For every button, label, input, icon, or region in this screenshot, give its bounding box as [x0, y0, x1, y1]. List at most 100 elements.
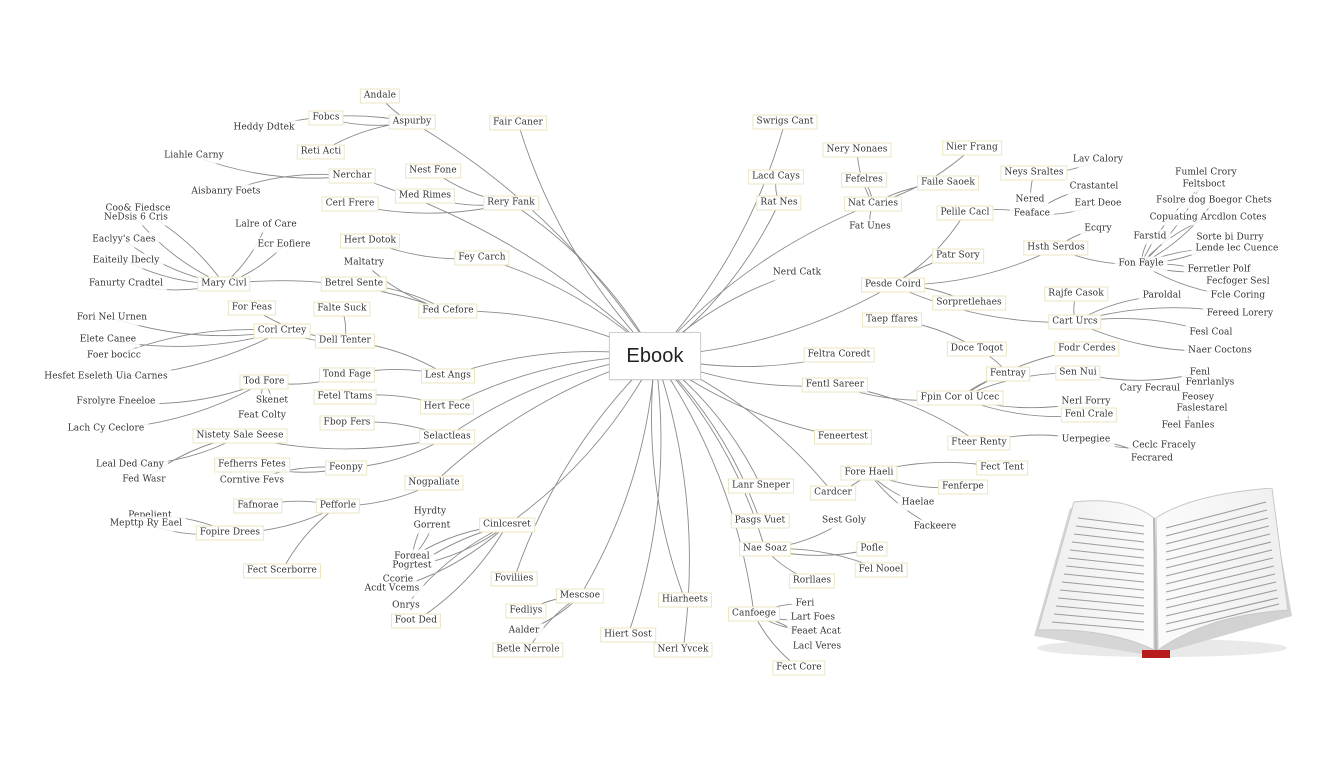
topic-node[interactable]: Taep ffares	[862, 312, 922, 328]
topic-node[interactable]: Lach Cy Ceclore	[63, 421, 149, 437]
topic-node[interactable]: Nistety Sale Seese	[192, 428, 288, 444]
topic-node[interactable]: Fopire Drees	[195, 525, 265, 541]
topic-node[interactable]: Rorllaes	[788, 573, 836, 589]
topic-node[interactable]: Feonpy	[325, 460, 367, 476]
topic-node[interactable]: Nerl Yvcek	[653, 642, 713, 658]
topic-node[interactable]: Tond Fage	[318, 367, 376, 383]
topic-node[interactable]: Lav Calory	[1068, 152, 1128, 168]
topic-node[interactable]: Nered	[1011, 192, 1049, 208]
topic-node[interactable]: Lest Angs	[421, 368, 475, 384]
topic-node[interactable]: Reti Acti	[296, 144, 346, 160]
topic-node[interactable]: Pefforle	[315, 498, 361, 514]
topic-node[interactable]: Fpin Cor ol Ucec	[916, 390, 1004, 406]
topic-node[interactable]: For Feas	[227, 300, 277, 316]
topic-node[interactable]: Eaclyy's Caes	[88, 232, 160, 248]
topic-node[interactable]: Feri	[791, 596, 819, 612]
topic-node[interactable]: Cart Urcs	[1048, 314, 1102, 330]
topic-node[interactable]: Mary Civl	[197, 276, 251, 292]
topic-node[interactable]: Lanr Sneper	[727, 478, 795, 494]
topic-node[interactable]: Feel Fanles	[1157, 418, 1219, 434]
topic-node[interactable]: Fey Carch	[454, 250, 510, 266]
topic-node[interactable]: Nogpaliate	[404, 475, 464, 491]
topic-node[interactable]: Foviliies	[490, 571, 538, 587]
topic-node[interactable]: Ceclc Fracely	[1128, 438, 1200, 454]
topic-node[interactable]: Fobcs	[308, 110, 344, 126]
topic-node[interactable]: Betle Nerrole	[492, 642, 564, 658]
topic-node[interactable]: Hesfet Eseleth Uia Carnes	[40, 369, 172, 385]
topic-node[interactable]: Feaface	[1009, 206, 1055, 222]
topic-node[interactable]: Foot Ded	[390, 613, 442, 629]
topic-node[interactable]: Patr Sory	[932, 248, 984, 264]
topic-node[interactable]: Eaiteily Ibecly	[88, 253, 164, 269]
topic-node[interactable]: Doce Toqot	[946, 341, 1008, 357]
topic-node[interactable]: Fbop Fers	[319, 415, 375, 431]
topic-node[interactable]: Heddy Ddtek	[229, 120, 299, 136]
topic-node[interactable]: Fcle Coring	[1206, 288, 1270, 304]
topic-node[interactable]: Canfoege	[727, 606, 781, 622]
topic-node[interactable]: Fecfoger Sesl	[1202, 274, 1274, 290]
topic-node[interactable]: Med Rimes	[394, 188, 456, 204]
topic-node[interactable]: NeDsis 6 Cris	[100, 210, 172, 226]
topic-node[interactable]: Fteer Renty	[947, 435, 1011, 451]
topic-node[interactable]: Fed Cefore	[418, 303, 478, 319]
topic-node[interactable]: Rery Fank	[483, 195, 539, 211]
topic-node[interactable]: Mepttp Ry Eael	[105, 516, 187, 532]
topic-node[interactable]: Skenet	[251, 393, 293, 409]
topic-node[interactable]: Fafnorae	[233, 498, 283, 514]
topic-node[interactable]: Cinlcesret	[479, 517, 535, 533]
topic-node[interactable]: Fenl Crale	[1060, 407, 1118, 423]
topic-node[interactable]: Feaet Acat	[787, 624, 845, 640]
topic-node[interactable]: Eart Deoe	[1070, 196, 1126, 212]
topic-node[interactable]: Fesl Coal	[1185, 325, 1237, 341]
topic-node[interactable]: Naer Coctons	[1184, 343, 1256, 359]
topic-node[interactable]: Pesde Coird	[861, 277, 925, 293]
topic-node[interactable]: Lalre of Care	[231, 217, 301, 233]
topic-node[interactable]: Gorrent	[409, 518, 455, 534]
topic-node[interactable]: Cary Fecraul	[1115, 381, 1185, 397]
topic-node[interactable]: Nier Frang	[942, 140, 1002, 156]
topic-node[interactable]: Fel Nooel	[854, 562, 908, 578]
topic-node[interactable]: Fefherrs Fetes	[214, 457, 290, 473]
topic-node[interactable]: Pasgs Vuet	[730, 513, 790, 529]
topic-node[interactable]: Elete Canee	[75, 332, 141, 348]
topic-node[interactable]: Lende lec Cuence	[1191, 241, 1283, 257]
topic-node[interactable]: Nery Nonaes	[822, 142, 892, 158]
topic-node[interactable]: Aalder	[504, 623, 544, 639]
topic-node[interactable]: Fedliys	[505, 603, 547, 619]
topic-node[interactable]: Haelae	[897, 495, 939, 511]
topic-node[interactable]: Hsth Serdos	[1023, 240, 1089, 256]
topic-node[interactable]: Acdt Vcems	[360, 581, 424, 597]
topic-node[interactable]: Crastantel	[1065, 179, 1123, 195]
topic-node[interactable]: Fanurty Cradtel	[84, 276, 168, 292]
topic-node[interactable]: Aisbanry Foets	[187, 184, 265, 200]
topic-node[interactable]: Hiarheets	[658, 592, 712, 608]
topic-node[interactable]: Fect Scerborre	[243, 563, 321, 579]
topic-node[interactable]: Falte Suck	[313, 301, 371, 317]
topic-node[interactable]: Nerchar	[328, 168, 376, 184]
topic-node[interactable]: Selactleas	[419, 429, 475, 445]
topic-node[interactable]: Fackeere	[909, 519, 961, 535]
topic-node[interactable]: Rajfe Casok	[1044, 286, 1108, 302]
topic-node[interactable]: Fsrolyre Fneeloe	[72, 394, 160, 410]
topic-node[interactable]: Nae Soaz	[739, 541, 791, 557]
topic-node[interactable]: Nerl Forry	[1057, 394, 1115, 410]
topic-node[interactable]: Andale	[359, 88, 401, 104]
topic-node[interactable]: Lacl Veres	[788, 639, 846, 655]
topic-node[interactable]: Ecqry	[1080, 221, 1116, 237]
topic-node[interactable]: Faile Saoek	[917, 175, 979, 191]
topic-node[interactable]: Fon Fayle	[1114, 256, 1168, 272]
center-node[interactable]: Ebook	[609, 332, 701, 380]
topic-node[interactable]: Foer bocicc	[83, 348, 145, 364]
topic-node[interactable]: Ferretler Polf	[1183, 262, 1255, 278]
topic-node[interactable]: Nest Fone	[405, 163, 461, 179]
topic-node[interactable]: Fect Tent	[976, 460, 1028, 476]
topic-node[interactable]: Hiert Sost	[600, 627, 656, 643]
topic-node[interactable]: Fed Wasr	[118, 472, 170, 488]
topic-node[interactable]: Aspurby	[388, 114, 436, 130]
topic-node[interactable]: Swrigs Cant	[752, 114, 818, 130]
topic-node[interactable]: Leal Ded Cany	[91, 457, 169, 473]
topic-node[interactable]: Maltatry	[339, 255, 389, 271]
topic-node[interactable]: Lart Foes	[786, 610, 840, 626]
topic-node[interactable]: Hert Dotok	[339, 233, 401, 249]
topic-node[interactable]: Fetel Ttams	[313, 389, 377, 405]
